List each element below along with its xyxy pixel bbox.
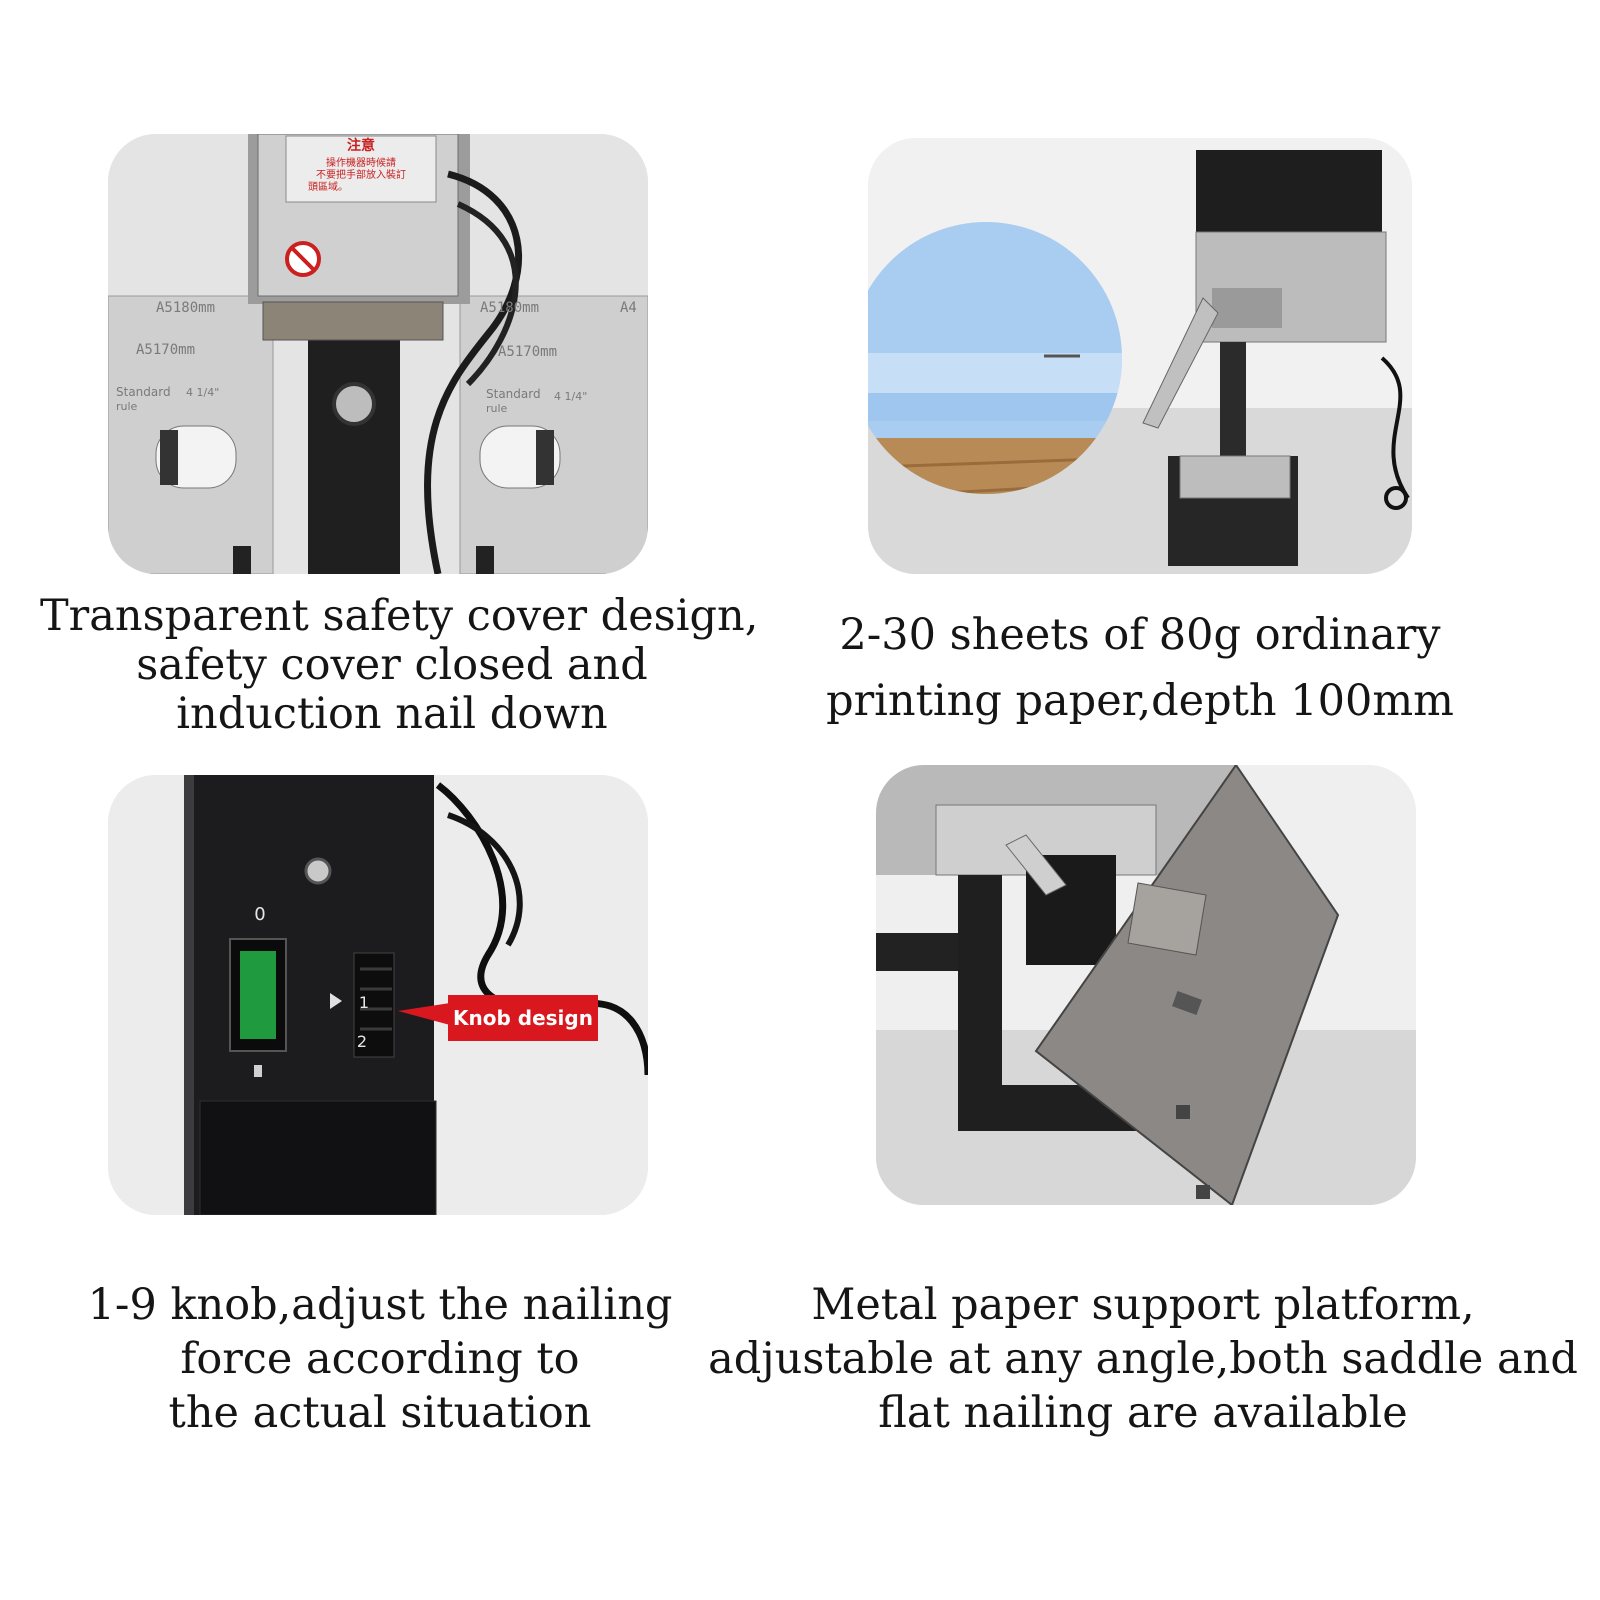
knob-illustration: 0 1 2 Knob design	[108, 775, 648, 1215]
caption-line: Metal paper support platform,	[811, 1280, 1475, 1330]
knob-photo: 0 1 2 Knob design	[108, 775, 648, 1215]
left-rule-label: rule	[116, 400, 138, 413]
knob-callout-label: Knob design	[453, 1006, 593, 1030]
right-fraction-label: 4 1/4"	[554, 390, 587, 403]
paper-capacity-illustration	[868, 138, 1412, 574]
caption-line: force according to	[180, 1334, 580, 1384]
left-a5-170-label: A5170mm	[136, 342, 195, 358]
platform-photo	[876, 765, 1416, 1205]
caption-line: adjustable at any angle,both saddle and	[708, 1334, 1578, 1384]
paper-capacity-caption: 2-30 sheets of 80g ordinary printing pap…	[810, 602, 1470, 734]
warning-line-1: 操作機器時候請	[326, 156, 396, 169]
caption-line: 1-9 knob,adjust the nailing	[87, 1280, 673, 1330]
paper-capacity-photo	[868, 138, 1412, 574]
right-rule-label: rule	[486, 402, 508, 415]
caption-line: 2-30 sheets of 80g ordinary	[839, 610, 1441, 660]
knob-caption: 1-9 knob,adjust the nailing force accord…	[60, 1278, 700, 1440]
warning-title: 注意	[347, 137, 375, 154]
warning-line-2: 不要把手部放入裝訂	[316, 168, 406, 181]
platform-illustration	[876, 765, 1416, 1205]
knob-1-label: 1	[359, 993, 369, 1012]
caption-line: flat nailing are available	[878, 1388, 1408, 1438]
left-fraction-label: 4 1/4"	[186, 386, 219, 399]
safety-cover-illustration: 注意 操作機器時候請 不要把手部放入裝訂 頭區域。 A5180mm A5170m…	[108, 134, 648, 574]
caption-line: printing paper,depth 100mm	[826, 676, 1454, 726]
right-a4-label: A4	[620, 300, 637, 316]
left-a5-180-label: A5180mm	[156, 300, 215, 316]
caption-line: Transparent safety cover design,	[40, 591, 759, 641]
knob-2-label: 2	[357, 1032, 367, 1051]
switch-off-label: 0	[254, 904, 265, 925]
right-standard-label: Standard	[486, 387, 541, 401]
warning-line-3: 頭區域。	[308, 180, 348, 193]
right-a5-170-label: A5170mm	[498, 344, 557, 360]
safety-cover-photo: 注意 操作機器時候請 不要把手部放入裝訂 頭區域。 A5180mm A5170m…	[108, 134, 648, 574]
platform-caption: Metal paper support platform, adjustable…	[708, 1278, 1578, 1440]
caption-line: the actual situation	[168, 1388, 592, 1438]
caption-line: safety cover closed and	[136, 640, 648, 690]
safety-cover-caption: Transparent safety cover design, safety …	[40, 591, 759, 739]
right-a5-180-label: A5180mm	[480, 300, 539, 316]
left-standard-label: Standard	[116, 385, 171, 399]
caption-line: induction nail down	[176, 689, 608, 739]
